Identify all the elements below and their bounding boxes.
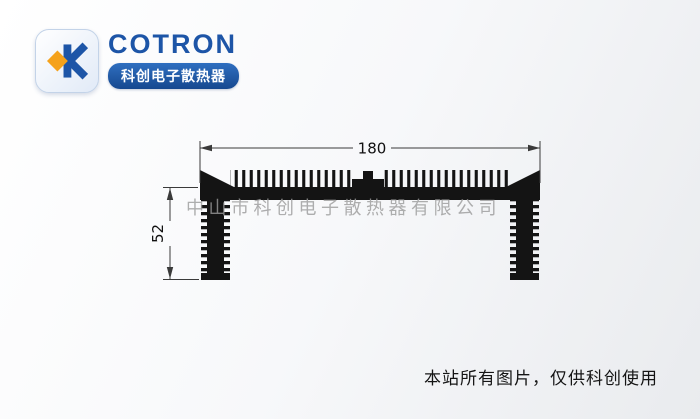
heatsink-technical-drawing: 180 52 xyxy=(150,140,541,280)
watermark-text: 中山市科创电子散热器有限公司 xyxy=(186,198,501,219)
heatsink-profile xyxy=(200,170,540,280)
brand-name: COTRON xyxy=(108,29,237,59)
dimension-height-label: 52 xyxy=(150,224,167,243)
dimension-height-lines xyxy=(163,187,199,280)
cotron-logo-icon xyxy=(35,29,99,93)
brand-subtitle-bar: 科创电子散热器 xyxy=(108,63,239,90)
logo-text: COTRON 科创电子散热器 xyxy=(108,29,239,93)
dimension-width-lines xyxy=(199,141,541,183)
brand-subtitle: 科创电子散热器 xyxy=(121,69,226,86)
cotron-logo: COTRON 科创电子散热器 xyxy=(35,29,239,93)
dimension-width-label: 180 xyxy=(358,140,387,158)
image-usage-notice: 本站所有图片，仅供科创使用 xyxy=(424,369,658,389)
cotron-k-mark-icon xyxy=(46,42,89,80)
